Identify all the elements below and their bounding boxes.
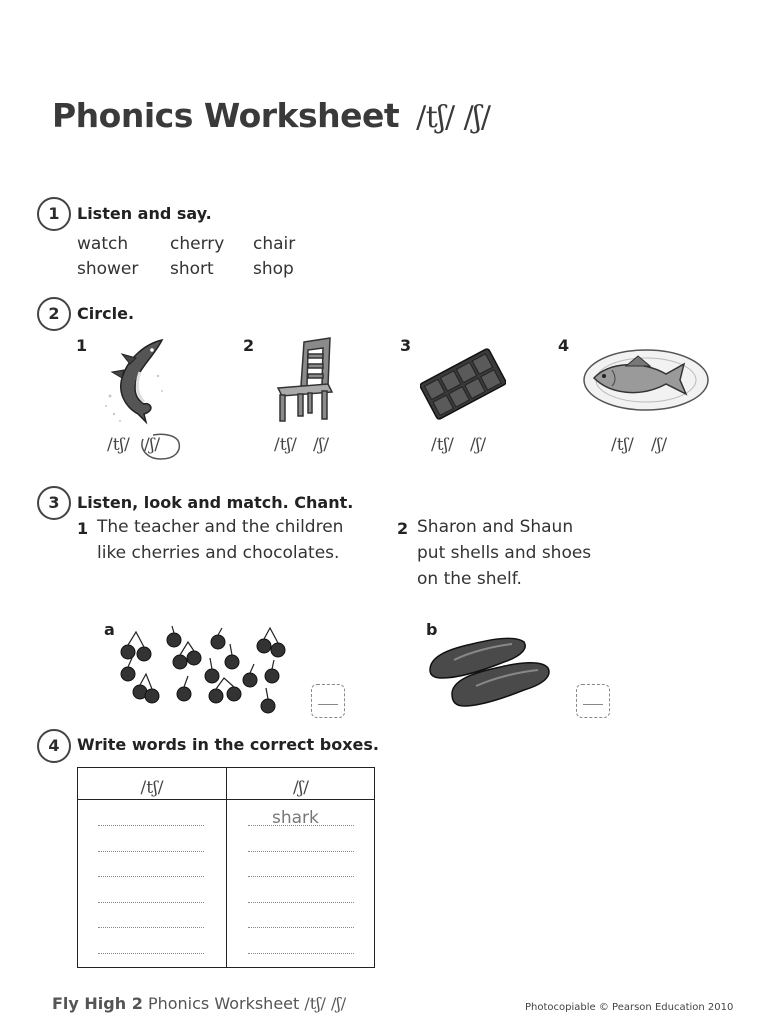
copyright-notice: Photocopiable © Pearson Education 2010 bbox=[525, 1002, 734, 1013]
picture-b-letter: b bbox=[426, 620, 438, 639]
answer-circle-mark bbox=[141, 433, 181, 460]
word-shop: shop bbox=[253, 259, 294, 279]
word-cherry: cherry bbox=[170, 234, 225, 254]
write-line[interactable] bbox=[98, 953, 204, 954]
item-1-option-tsh[interactable]: /tʃ/ bbox=[107, 435, 130, 455]
example-word: shark bbox=[272, 808, 319, 828]
footer-phonemes: /tʃ/ /ʃ/ bbox=[304, 994, 347, 1013]
chocolate-bar-icon bbox=[420, 348, 506, 420]
chant-2-number: 2 bbox=[397, 519, 409, 538]
section-1-heading: Listen and say. bbox=[77, 204, 212, 223]
picture-a-letter: a bbox=[104, 620, 115, 639]
chant-1-text: The teacher and the children like cherri… bbox=[97, 514, 343, 566]
shoes-icon bbox=[429, 637, 550, 707]
chant-1-number: 1 bbox=[77, 519, 89, 538]
item-1-option-sh[interactable]: /ʃ/ bbox=[144, 435, 161, 455]
footer-series-name: Fly High 2 bbox=[52, 994, 143, 1013]
word-watch: watch bbox=[77, 234, 129, 254]
column-header-sh: /ʃ/ bbox=[292, 778, 310, 798]
section-1-number: 1 bbox=[37, 197, 71, 231]
footer-label: Phonics Worksheet bbox=[147, 994, 300, 1013]
chair-icon bbox=[276, 337, 334, 422]
word-shower: shower bbox=[77, 259, 139, 279]
write-line[interactable] bbox=[248, 902, 354, 903]
chant-2-line: put shells and shoes bbox=[417, 543, 592, 563]
chant-2-line: Sharon and Shaun bbox=[417, 517, 574, 537]
header-divider bbox=[78, 799, 374, 800]
circle-item-3-number: 3 bbox=[400, 336, 412, 355]
section-4-number: 4 bbox=[37, 729, 71, 763]
section-3-heading: Listen, look and match. Chant. bbox=[77, 493, 354, 512]
write-line[interactable] bbox=[98, 876, 204, 877]
chant-1-line: The teacher and the children bbox=[97, 517, 344, 537]
item-2-option-sh[interactable]: /ʃ/ bbox=[313, 435, 330, 455]
shark-icon bbox=[105, 338, 164, 425]
answer-box-b[interactable] bbox=[576, 684, 610, 718]
item-3-option-tsh[interactable]: /tʃ/ bbox=[431, 435, 454, 455]
page-title: Phonics Worksheet /tʃ/ /ʃ/ bbox=[52, 96, 491, 135]
write-line[interactable] bbox=[248, 876, 354, 877]
section-2-heading: Circle. bbox=[77, 304, 135, 323]
circle-item-1-number: 1 bbox=[76, 336, 88, 355]
footer-series: Fly High 2 Phonics Worksheet /tʃ/ /ʃ/ bbox=[52, 994, 346, 1013]
title-phonemes: /tʃ/ /ʃ/ bbox=[416, 100, 491, 135]
word-short: short bbox=[170, 259, 214, 279]
circle-item-2-number: 2 bbox=[243, 336, 255, 355]
fish-on-plate-icon bbox=[583, 349, 709, 411]
item-4-option-sh[interactable]: /ʃ/ bbox=[651, 435, 668, 455]
write-line[interactable] bbox=[98, 927, 204, 928]
title-text: Phonics Worksheet bbox=[52, 96, 400, 135]
write-line[interactable] bbox=[98, 851, 204, 852]
column-divider bbox=[226, 768, 227, 967]
item-3-option-sh[interactable]: /ʃ/ bbox=[470, 435, 487, 455]
chant-2-line: on the shelf. bbox=[417, 569, 522, 589]
write-line[interactable] bbox=[98, 825, 204, 826]
answer-box-a[interactable] bbox=[311, 684, 345, 718]
word-chair: chair bbox=[253, 234, 296, 254]
write-line[interactable] bbox=[248, 953, 354, 954]
chant-2-text: Sharon and Shaun put shells and shoes on… bbox=[417, 514, 591, 592]
section-2-number: 2 bbox=[37, 297, 71, 331]
item-2-option-tsh[interactable]: /tʃ/ bbox=[274, 435, 297, 455]
item-4-option-tsh[interactable]: /tʃ/ bbox=[611, 435, 634, 455]
section-3-number: 3 bbox=[37, 486, 71, 520]
circle-item-4-number: 4 bbox=[558, 336, 570, 355]
chant-1-line: like cherries and chocolates. bbox=[97, 543, 340, 563]
write-line[interactable] bbox=[248, 927, 354, 928]
section-4-heading: Write words in the correct boxes. bbox=[77, 735, 379, 754]
write-line[interactable] bbox=[248, 851, 354, 852]
cherries-icon bbox=[120, 625, 286, 714]
column-header-tsh: /tʃ/ bbox=[140, 778, 164, 798]
write-line[interactable] bbox=[98, 902, 204, 903]
word-sort-table: /tʃ/ /ʃ/ shark bbox=[77, 767, 375, 968]
write-line[interactable] bbox=[248, 825, 354, 826]
